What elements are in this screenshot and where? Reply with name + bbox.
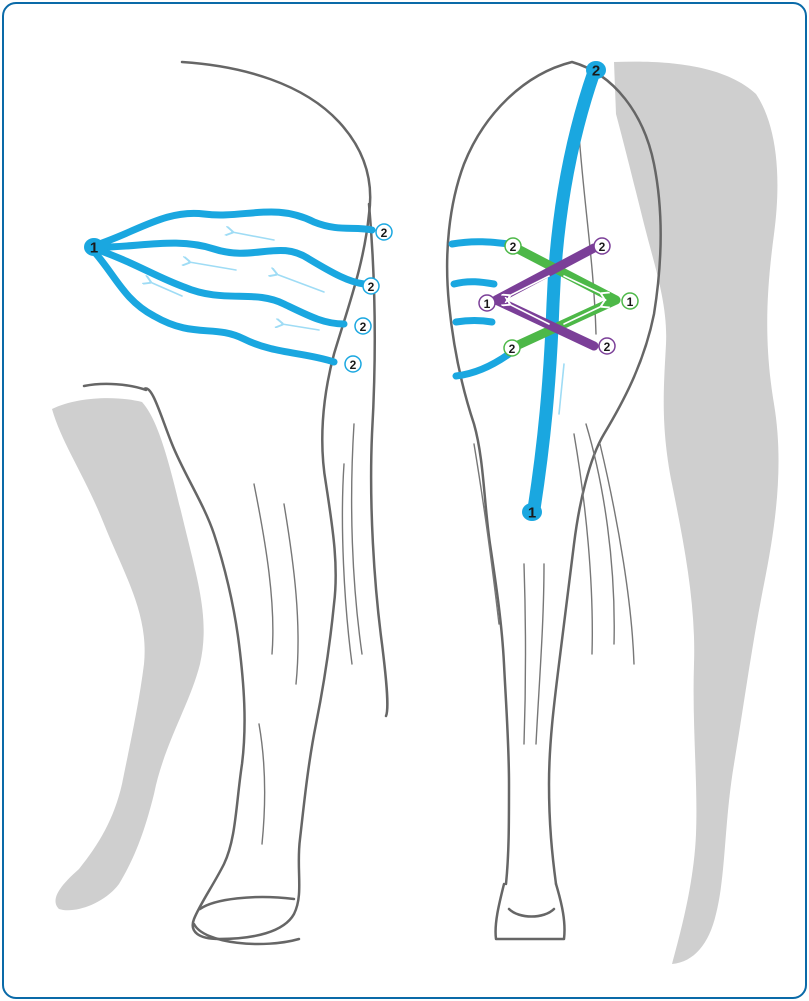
- marker-label: 1: [90, 240, 98, 257]
- left-end-marker: 2: [355, 318, 371, 334]
- flow-arrow: [276, 274, 324, 292]
- horse-hind-legs-diagram: 1 2 2 2 2 2 1 2 2 1 2 2: [4, 4, 805, 997]
- left-end-marker: 2: [363, 278, 379, 294]
- left-tail-hair: [342, 424, 362, 664]
- flow-arrow: [232, 232, 274, 240]
- purple-start-marker: 2: [599, 338, 615, 354]
- flow-arrow: [559, 364, 564, 414]
- marker-label: 2: [510, 240, 517, 254]
- flow-arrow: [564, 306, 602, 324]
- rear-short-vessel: [454, 282, 494, 284]
- flow-arrow: [509, 304, 549, 324]
- marker-label: 2: [350, 358, 357, 372]
- left-leg-muscle-lines: [254, 484, 298, 844]
- left-lymph-vessels: [90, 212, 372, 362]
- purple-start-marker: 2: [594, 238, 610, 254]
- right-far-leg-shadow: [614, 62, 779, 964]
- marker-label: 2: [381, 226, 388, 240]
- marker-label: 1: [528, 505, 536, 522]
- purple-end-marker: 1: [479, 295, 495, 311]
- rear-short-vessel: [452, 242, 509, 244]
- left-end-marker: 2: [345, 356, 361, 372]
- flow-arrow: [282, 324, 319, 330]
- left-belly-line: [84, 384, 146, 390]
- green-start-marker: 2: [504, 340, 520, 356]
- marker-label: 2: [599, 240, 606, 254]
- right-hooves: [496, 884, 565, 939]
- marker-label: 2: [368, 280, 375, 294]
- rear-main-vessel: [534, 72, 594, 509]
- flow-arrow: [189, 262, 236, 270]
- green-start-marker: 2: [505, 238, 521, 254]
- rear-bottom-marker: 1: [522, 503, 542, 522]
- green-end-marker: 1: [622, 293, 638, 309]
- marker-label: 1: [484, 297, 491, 311]
- marker-label: 2: [360, 320, 367, 334]
- left-horse-side-view: [52, 62, 387, 944]
- left-lymph-vessel-1: [90, 212, 372, 247]
- right-tail-hair: [574, 134, 634, 664]
- marker-label: 1: [627, 295, 634, 309]
- marker-label: 2: [509, 342, 516, 356]
- rear-short-vessel: [456, 321, 492, 323]
- left-far-leg-shadow: [52, 398, 204, 910]
- marker-label: 2: [604, 340, 611, 354]
- marker-label: 2: [592, 63, 600, 80]
- left-end-marker: 2: [376, 224, 392, 240]
- right-horse-rear-view: [447, 62, 778, 964]
- rear-short-vessel: [456, 354, 509, 376]
